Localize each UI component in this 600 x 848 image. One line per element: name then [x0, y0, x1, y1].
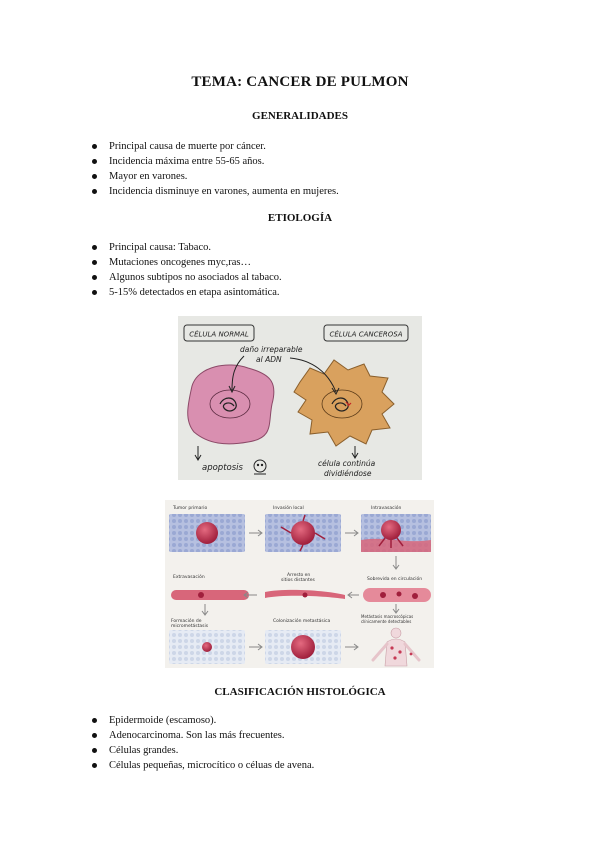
- list-item: Algunos subtipos no asociados al tabaco.: [90, 270, 282, 285]
- damage-arrow-cancer: [289, 357, 337, 393]
- continues-text-line2: dividiéndose: [324, 469, 372, 478]
- micrometastasis: [202, 642, 212, 652]
- label-primary: Tumor primario: [172, 505, 208, 511]
- list-item: Mutaciones oncogenes myc,ras…: [90, 255, 282, 270]
- label-colonization: Colonización metastásica: [273, 617, 330, 624]
- list-etiologia: Principal causa: Tabaco. Mutaciones onco…: [90, 240, 282, 300]
- list-item: Incidencia disminuye en varones, aumenta…: [90, 184, 339, 199]
- label-macro-1: Metástasis macroscópicas: [361, 614, 413, 619]
- label-arrest-1: Arresto en: [287, 572, 310, 578]
- body-figure: [371, 627, 421, 667]
- apoptosis-text: apoptosis: [202, 463, 244, 473]
- list-item: Mayor en varones.: [90, 169, 339, 184]
- label-local: Invasión local: [273, 504, 304, 511]
- damage-arrow-normal: [231, 355, 245, 391]
- normal-nucleus: [209, 389, 251, 419]
- label-extravasation: Extravasación: [173, 573, 205, 580]
- normal-dna: [219, 397, 237, 412]
- list-item: Células pequeñas, microcítico o céluas d…: [90, 758, 314, 773]
- cancer-dna-damage: [345, 401, 352, 407]
- vessel-extravasation: [171, 590, 249, 600]
- heading-generalidades: GENERALIDADES: [252, 110, 348, 122]
- label-intravasation: Intravasación: [371, 504, 402, 511]
- label-micro-1: Formación de: [171, 617, 202, 624]
- list-item: Células grandes.: [90, 743, 314, 758]
- cancer-label-box: [323, 324, 409, 342]
- damage-text-line1: daño irreparable: [240, 345, 303, 354]
- cell-comparison-figure: CÉLULA NORMAL CÉLULA CANCEROSA daño irre…: [178, 316, 422, 480]
- label-arrest-2: sitios distantes: [281, 577, 315, 583]
- cancer-cell: [293, 359, 395, 447]
- list-item: Incidencia máxima entre 55-65 años.: [90, 154, 339, 169]
- cancer-dna: [331, 397, 349, 412]
- heading-clasificacion: CLASIFICACIÓN HISTOLÓGICA: [214, 686, 386, 698]
- label-survival: Sobrevida en circulación: [367, 575, 422, 582]
- list-generalidades: Principal causa de muerte por cáncer. In…: [90, 139, 339, 199]
- normal-cell-label: CÉLULA NORMAL: [189, 330, 249, 339]
- list-clasificacion: Epidermoide (escamoso). Adenocarcinoma. …: [90, 713, 314, 773]
- skull-icon: [253, 459, 267, 475]
- list-item: Adenocarcinoma. Son las más frecuentes.: [90, 728, 314, 743]
- continues-text-line1: célula continúa: [318, 459, 376, 468]
- intravasation-tumor: [381, 520, 401, 540]
- cancer-nucleus: [321, 389, 363, 419]
- heading-etiologia: ETIOLOGÍA: [267, 212, 333, 224]
- normal-label-box: [183, 324, 255, 342]
- list-item: 5-15% detectados en etapa asintomática.: [90, 285, 282, 300]
- colonization-tumor: [291, 635, 315, 659]
- cancer-cell-label: CÉLULA CANCEROSA: [329, 330, 402, 339]
- local-tumor: [291, 521, 315, 545]
- list-item: Principal causa: Tabaco.: [90, 240, 282, 255]
- list-item: Epidermoide (escamoso).: [90, 713, 314, 728]
- label-macro-2: clínicamente detectables: [361, 619, 411, 624]
- normal-cell: [187, 364, 275, 445]
- label-micro-2: micrometástasis: [171, 622, 209, 629]
- damage-text-line2: al ADN: [256, 355, 282, 364]
- list-item: Principal causa de muerte por cáncer.: [90, 139, 339, 154]
- document-title: TEMA: CANCER DE PULMON: [191, 74, 409, 90]
- metastasis-cascade-figure: Tumor primario Invasión local Intravasac…: [165, 500, 434, 668]
- primary-tumor: [196, 522, 218, 544]
